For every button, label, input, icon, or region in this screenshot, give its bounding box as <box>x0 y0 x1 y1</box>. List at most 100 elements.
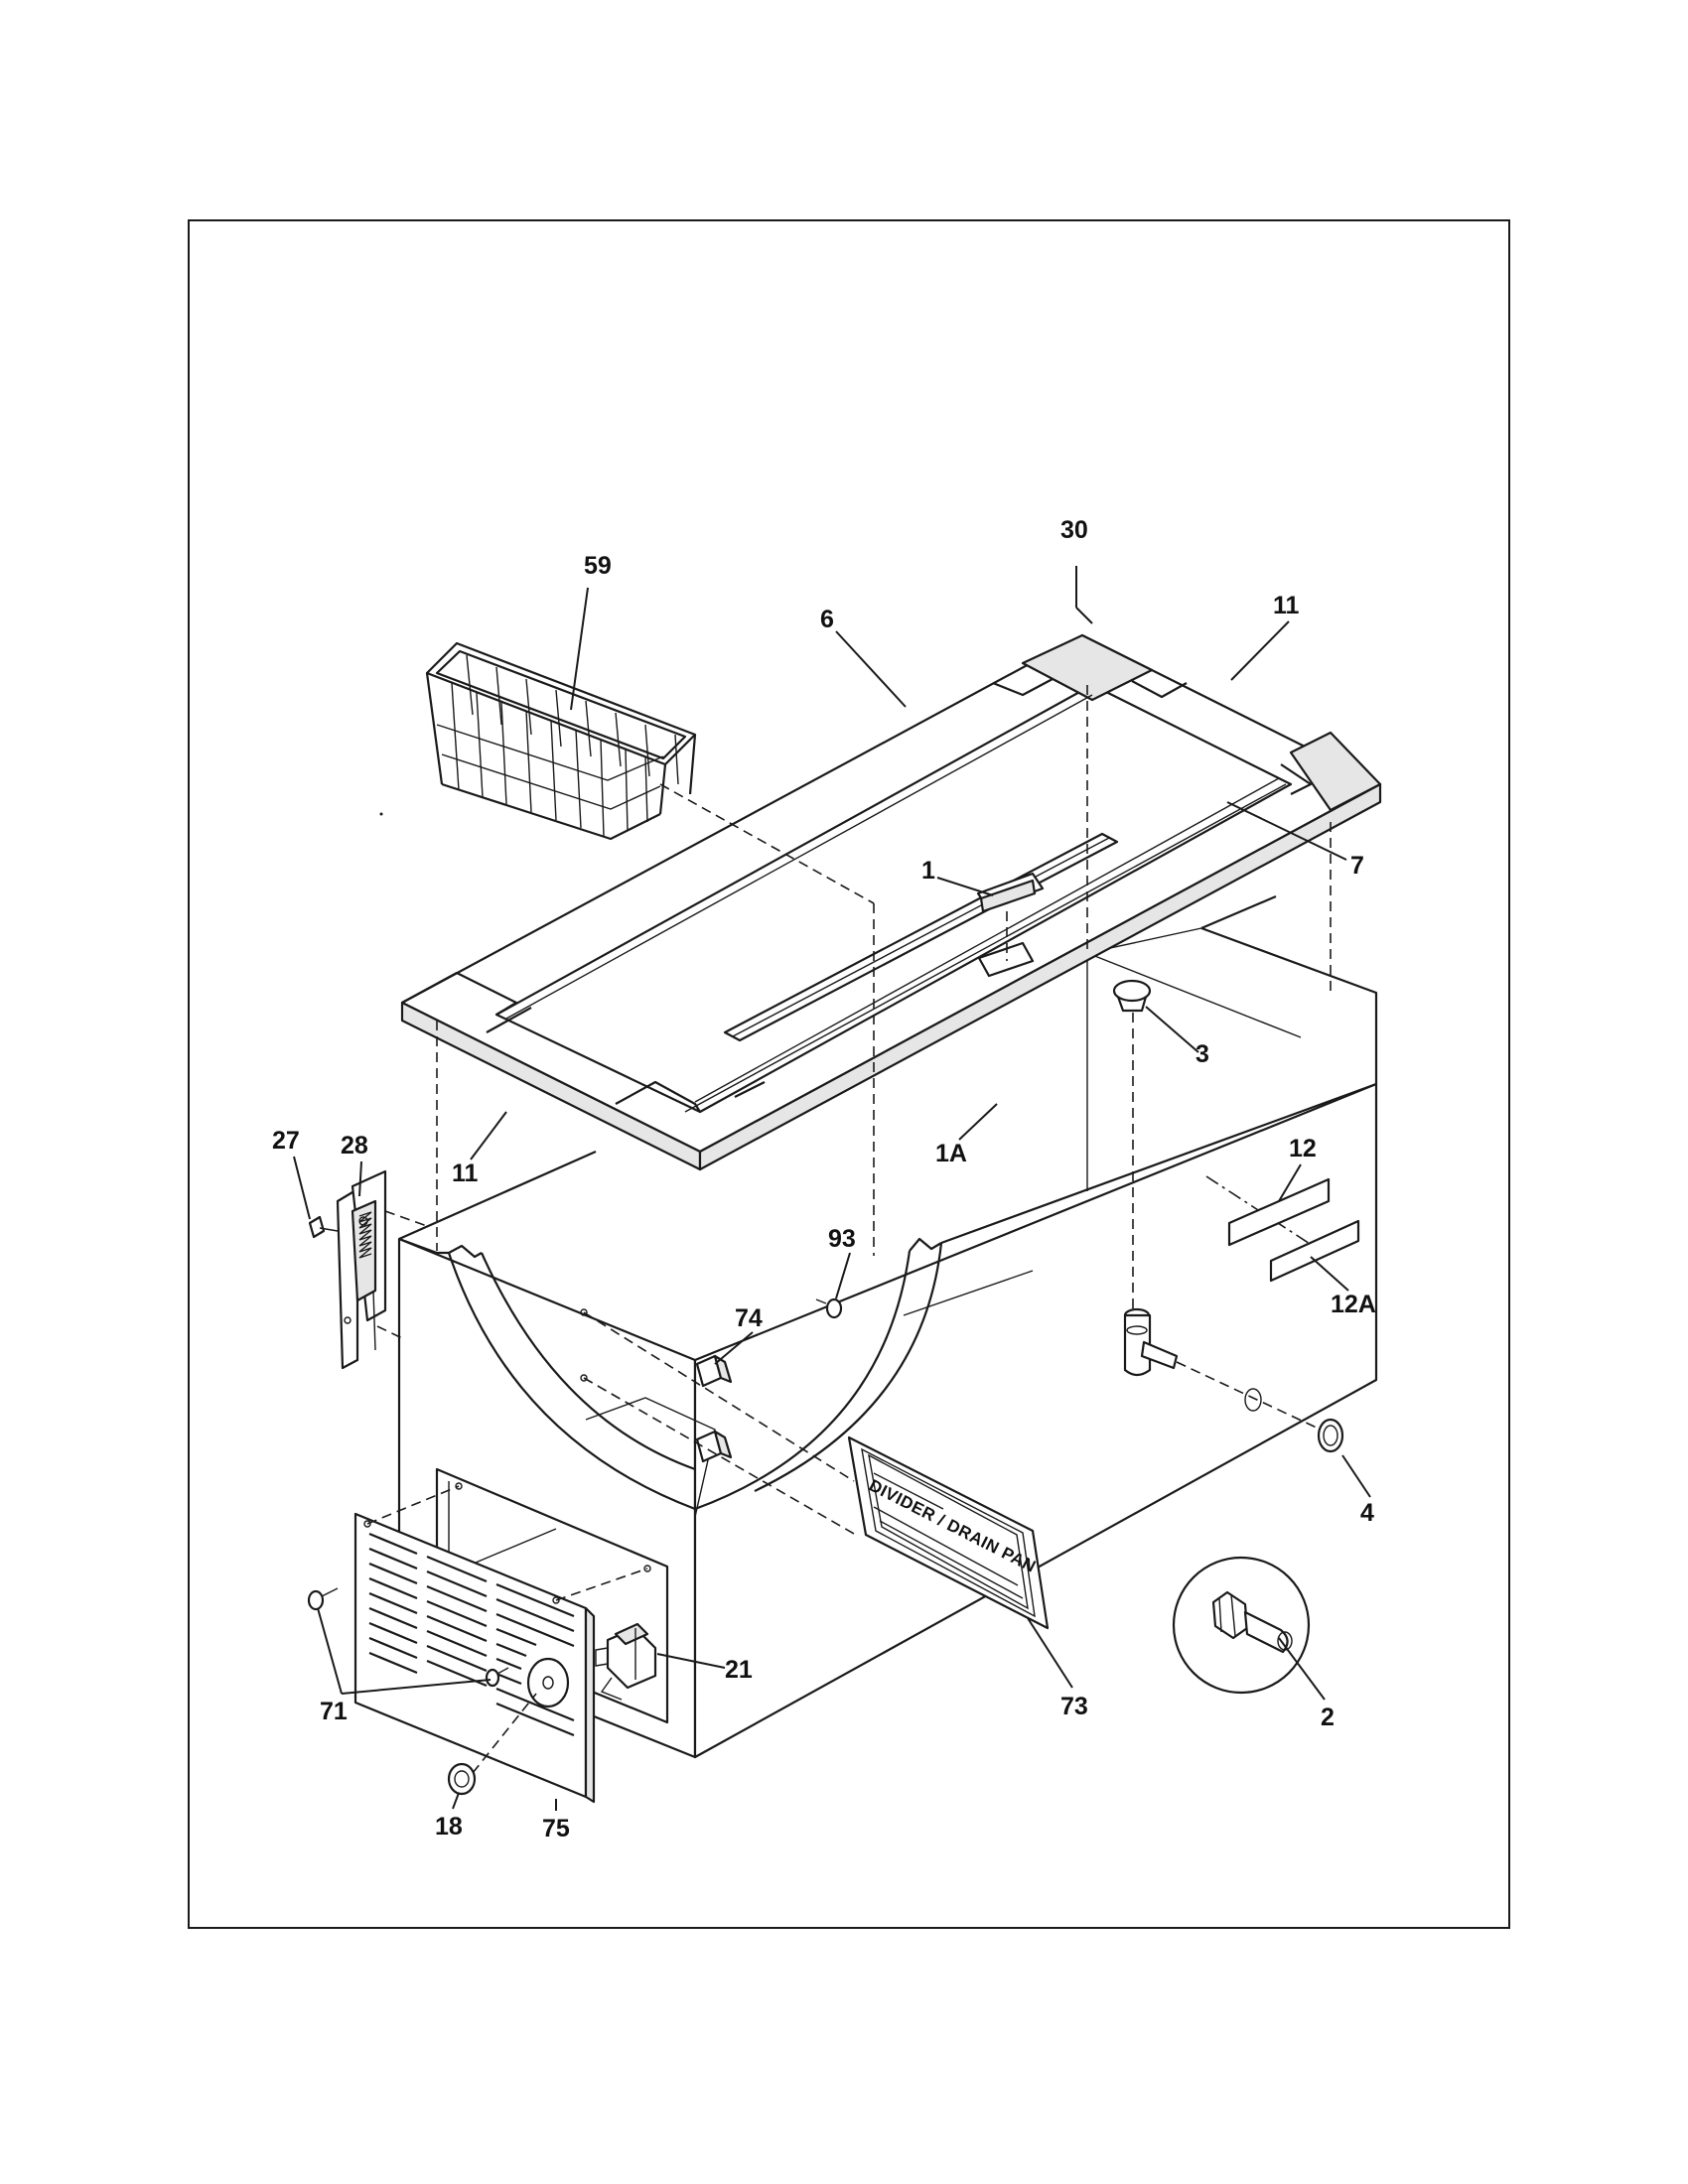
screw-93-shank <box>815 1298 827 1304</box>
basket-right-leg <box>688 734 697 795</box>
recess-screw-hole-1 <box>455 1482 463 1490</box>
hinge-bolt-1 <box>358 1216 368 1226</box>
detail-circle-fitting <box>1172 1556 1311 1695</box>
cutaway-curve-outer-left <box>447 1252 696 1511</box>
wire-basket <box>425 641 697 841</box>
drain-fitting-ring <box>1126 1325 1148 1335</box>
grille-screw-lower-head <box>485 1668 500 1688</box>
callout-11-top: 11 <box>1273 592 1300 619</box>
clip-hole-upper <box>580 1308 588 1316</box>
corner-piece-30 <box>1021 633 1154 702</box>
plug-alignment-line <box>472 1693 537 1774</box>
drain-plug <box>1112 979 1152 1013</box>
callout-93: 93 <box>828 1225 856 1253</box>
corner-piece-left-front <box>401 971 518 1016</box>
grille-screw-lower-shank <box>496 1667 509 1675</box>
drain-cap <box>1317 1418 1344 1453</box>
callout-21: 21 <box>725 1656 753 1684</box>
hinge-rod <box>372 1290 376 1351</box>
corner-joint-back-a <box>992 678 1054 697</box>
callout-12a: 12A <box>1331 1291 1376 1318</box>
drain-plug-body <box>1116 996 1148 1013</box>
grille-alignment-right <box>555 1568 648 1601</box>
grille-screw-upper <box>307 1587 339 1611</box>
callout-1: 1 <box>921 857 935 885</box>
divider-pan-rib-3 <box>873 1472 944 1510</box>
grille-screw-upper-shank <box>321 1587 339 1597</box>
callout-2: 2 <box>1321 1704 1335 1731</box>
cabinet-interior-rear <box>903 1270 1034 1316</box>
plug-inner <box>454 1770 470 1788</box>
label-12a <box>1269 1219 1360 1283</box>
basket-wires <box>436 654 679 837</box>
relay-overload <box>595 1622 657 1701</box>
divider-pan-outer <box>847 1435 1050 1630</box>
corner-joint-left-b <box>615 1080 701 1113</box>
corner-joint-back-b <box>1131 680 1188 699</box>
grille-slots <box>368 1532 575 1737</box>
grille-screw-hole-1 <box>363 1520 371 1528</box>
hinge-assembly <box>336 1169 428 1370</box>
grille-screw-hole-2 <box>552 1596 560 1604</box>
callout-71: 71 <box>320 1698 348 1725</box>
cutaway-break-right <box>909 1237 942 1252</box>
callout-1a: 1A <box>935 1140 967 1167</box>
drain-plug-top <box>1112 979 1152 1003</box>
breaker-trim-inner <box>494 683 1293 1114</box>
grille-screw-lower <box>485 1667 509 1688</box>
callout-7: 7 <box>1350 852 1364 880</box>
knockout-plug <box>447 1762 477 1796</box>
cutaway-curve-outer-right <box>694 1250 912 1511</box>
clip-upper-side <box>713 1354 733 1384</box>
drain-fitting-body <box>1123 1313 1152 1377</box>
clip-alignment-lower <box>583 1377 855 1535</box>
hinge-screw-head <box>308 1215 326 1239</box>
callout-30: 30 <box>1060 516 1088 544</box>
corner-joint-left-c <box>734 1081 766 1098</box>
divider-pan-inner-2 <box>868 1453 1029 1610</box>
cabinet-interior-floor <box>585 1397 716 1518</box>
drain-cap-inner <box>1323 1425 1338 1446</box>
leader-lines <box>293 566 1371 1811</box>
hinge-screw-shank <box>319 1227 339 1232</box>
drain-oring <box>1244 1388 1262 1412</box>
callout-4: 4 <box>1360 1499 1374 1527</box>
plug-outer <box>447 1762 477 1796</box>
basket-bottom-rim <box>441 782 661 841</box>
basket-left-leg <box>425 672 444 785</box>
label-12 <box>1227 1177 1331 1247</box>
cabinet-top-rim-left <box>398 1150 597 1241</box>
fitting-barb-end <box>1277 1631 1293 1651</box>
divider-pan-inner <box>861 1447 1036 1618</box>
drain-cap-outer <box>1317 1418 1344 1453</box>
hinge-spring <box>358 1211 372 1259</box>
cutaway-break-left <box>437 1244 483 1259</box>
drain-fitting-spout <box>1140 1340 1179 1370</box>
relay-cap <box>614 1622 649 1646</box>
stray-dot <box>379 812 383 816</box>
callout-12: 12 <box>1289 1135 1317 1162</box>
center-rail-edge <box>732 837 1110 1037</box>
drain-horizontal-alignment <box>1176 1361 1322 1431</box>
fitting-threads <box>1218 1593 1236 1637</box>
lid-handle-lower <box>979 879 1037 913</box>
callout-6: 6 <box>820 606 834 633</box>
clip-hole-lower <box>580 1374 588 1382</box>
grille-alignment-top <box>366 1485 460 1525</box>
cabinet-top-rim-right <box>1200 926 1378 1084</box>
cutaway-top-edge-left <box>398 1237 438 1255</box>
corner-piece-right <box>1289 731 1382 812</box>
cutaway-curve-inner-right <box>754 1242 943 1492</box>
corner-joint-right-a <box>1280 763 1313 795</box>
cutaway-curve-inner-left <box>480 1252 696 1471</box>
callout-59: 59 <box>584 552 612 580</box>
handle-slot-cover <box>977 941 1035 978</box>
relay-terminal-1 <box>595 1647 609 1667</box>
clip-lower-side <box>713 1430 733 1459</box>
cabinet-top-rim-back <box>1200 894 1277 930</box>
screw-93-head <box>825 1297 843 1319</box>
screw-93 <box>815 1297 843 1319</box>
hinge-alignment-line-top <box>384 1210 428 1227</box>
callout-labels: 30 59 6 11 1 7 3 28 27 11 1A 12 12A 93 7… <box>272 516 1376 1843</box>
clip-alignment-upper <box>583 1311 855 1482</box>
